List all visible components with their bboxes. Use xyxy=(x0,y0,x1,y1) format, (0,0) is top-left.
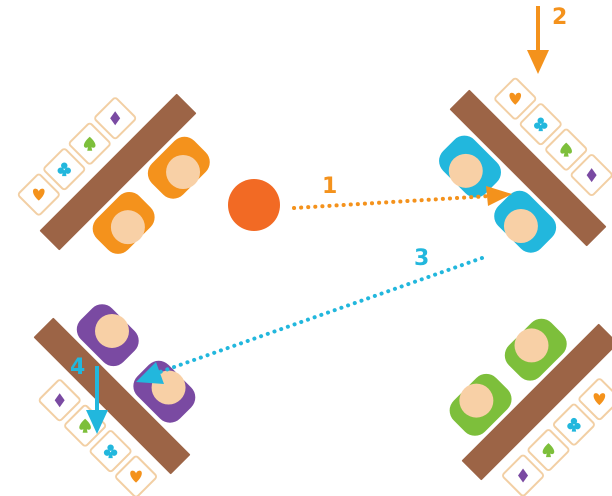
arrow-step-4 xyxy=(86,366,108,434)
player-cyan-2 xyxy=(494,190,557,253)
player-orange-1 xyxy=(147,136,210,199)
table-surface xyxy=(449,89,607,247)
step-label-2: 2 xyxy=(552,5,567,30)
table-top-right xyxy=(439,77,612,253)
step-label-1: 1 xyxy=(322,174,337,199)
player-green-1 xyxy=(449,373,512,436)
card-row xyxy=(502,378,612,496)
card-row xyxy=(17,97,137,216)
step-label-3: 3 xyxy=(414,246,429,271)
player-orange-2 xyxy=(92,191,155,254)
table-bottom-left xyxy=(33,304,196,496)
card-row xyxy=(494,77,612,197)
table-surface xyxy=(33,317,191,475)
card-row xyxy=(38,379,158,496)
arrow-step-2 xyxy=(527,6,549,74)
arrow-step-3 xyxy=(136,256,484,384)
player-green-2 xyxy=(504,318,567,381)
ball-icon xyxy=(228,179,280,231)
player-cyan-1 xyxy=(439,135,501,198)
table-top-left xyxy=(17,93,210,254)
arrow-step-1 xyxy=(292,186,512,210)
step-label-4: 4 xyxy=(70,355,85,380)
table-bottom-right xyxy=(449,318,612,496)
player-purple-1 xyxy=(76,304,139,367)
table-surface xyxy=(39,93,197,251)
table-surface xyxy=(461,323,612,481)
